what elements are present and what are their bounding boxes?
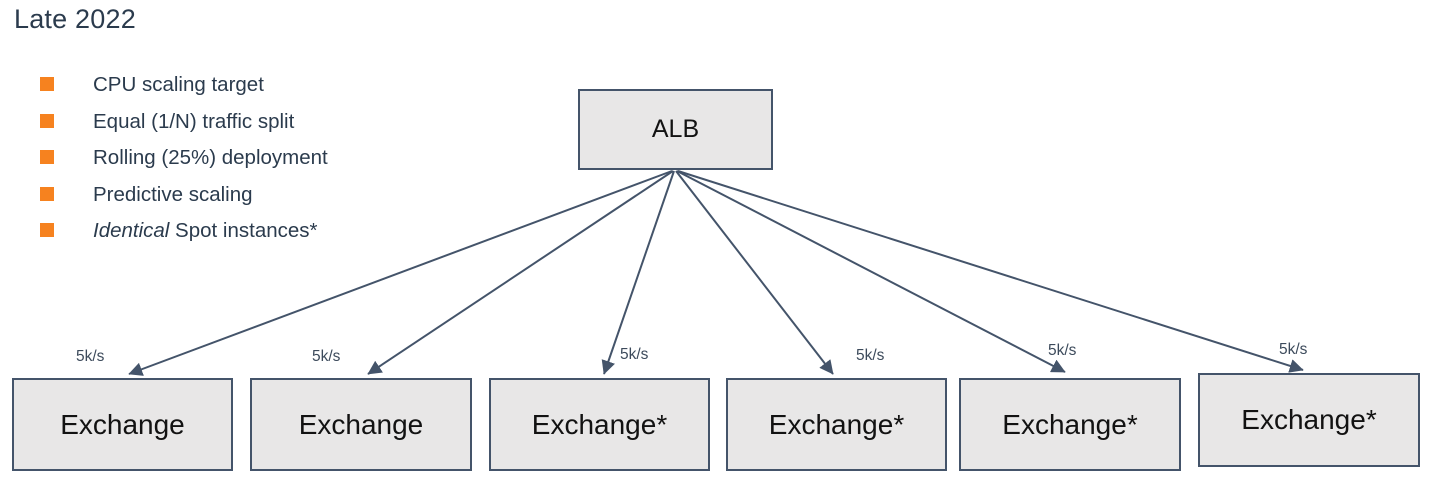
bullet-text: Identical Spot instances* bbox=[93, 219, 318, 242]
rate-label-2: 5k/s bbox=[312, 348, 341, 365]
bullet-text: Predictive scaling bbox=[93, 182, 253, 206]
arrow-alb-to-exchange-3 bbox=[601, 170, 675, 375]
rate-label-3: 5k/s bbox=[620, 346, 649, 363]
node-exchange-3: Exchange* bbox=[489, 378, 710, 471]
bullet-item: Identical Spot instances* bbox=[40, 218, 328, 255]
rate-label-5: 5k/s bbox=[1048, 342, 1077, 359]
arrow-alb-to-exchange-5 bbox=[676, 170, 1066, 373]
node-exchange-6-label: Exchange* bbox=[1241, 404, 1377, 435]
node-exchange-5: Exchange* bbox=[959, 378, 1181, 471]
rate-label-4: 5k/s bbox=[856, 347, 885, 364]
node-alb-label: ALB bbox=[651, 115, 700, 143]
page-title: Late 2022 bbox=[14, 4, 136, 34]
bullet-item: Rolling (25%) deployment bbox=[40, 145, 328, 182]
bullet-item: Predictive scaling bbox=[40, 182, 328, 219]
rate-label-1: 5k/s bbox=[76, 348, 105, 365]
bullet-square-icon bbox=[40, 113, 54, 128]
node-exchange-2: Exchange bbox=[250, 378, 472, 471]
node-exchange-4: Exchange* bbox=[726, 378, 947, 471]
bullet-list: CPU scaling target Equal (1/N) traffic s… bbox=[40, 72, 328, 255]
bullet-text: Rolling (25%) deployment bbox=[93, 146, 328, 169]
bullet-text: Equal (1/N) traffic split bbox=[93, 109, 295, 133]
bullet-item: Equal (1/N) traffic split bbox=[40, 109, 328, 146]
bullet-item: CPU scaling target bbox=[40, 72, 328, 109]
bullet-square-icon bbox=[40, 77, 54, 91]
bullet-square-icon bbox=[40, 223, 54, 237]
node-exchange-3-label: Exchange* bbox=[531, 408, 668, 440]
arrow-alb-to-exchange-4 bbox=[675, 170, 834, 375]
rate-label-6: 5k/s bbox=[1279, 341, 1308, 358]
node-exchange-4-label: Exchange* bbox=[768, 408, 905, 440]
node-exchange-2-label: Exchange bbox=[298, 408, 424, 440]
node-exchange-6: Exchange* bbox=[1198, 373, 1420, 467]
node-exchange-1-label: Exchange bbox=[60, 408, 185, 440]
arrow-alb-to-exchange-2 bbox=[367, 170, 674, 375]
arrow-alb-to-exchange-6 bbox=[677, 170, 1304, 373]
bullet-square-icon bbox=[40, 150, 54, 164]
bullet-text: CPU scaling target bbox=[93, 73, 264, 96]
node-exchange-1: Exchange bbox=[12, 378, 233, 471]
node-exchange-5-label: Exchange* bbox=[1002, 408, 1138, 440]
bullet-square-icon bbox=[40, 186, 54, 201]
node-alb: ALB bbox=[578, 89, 773, 170]
